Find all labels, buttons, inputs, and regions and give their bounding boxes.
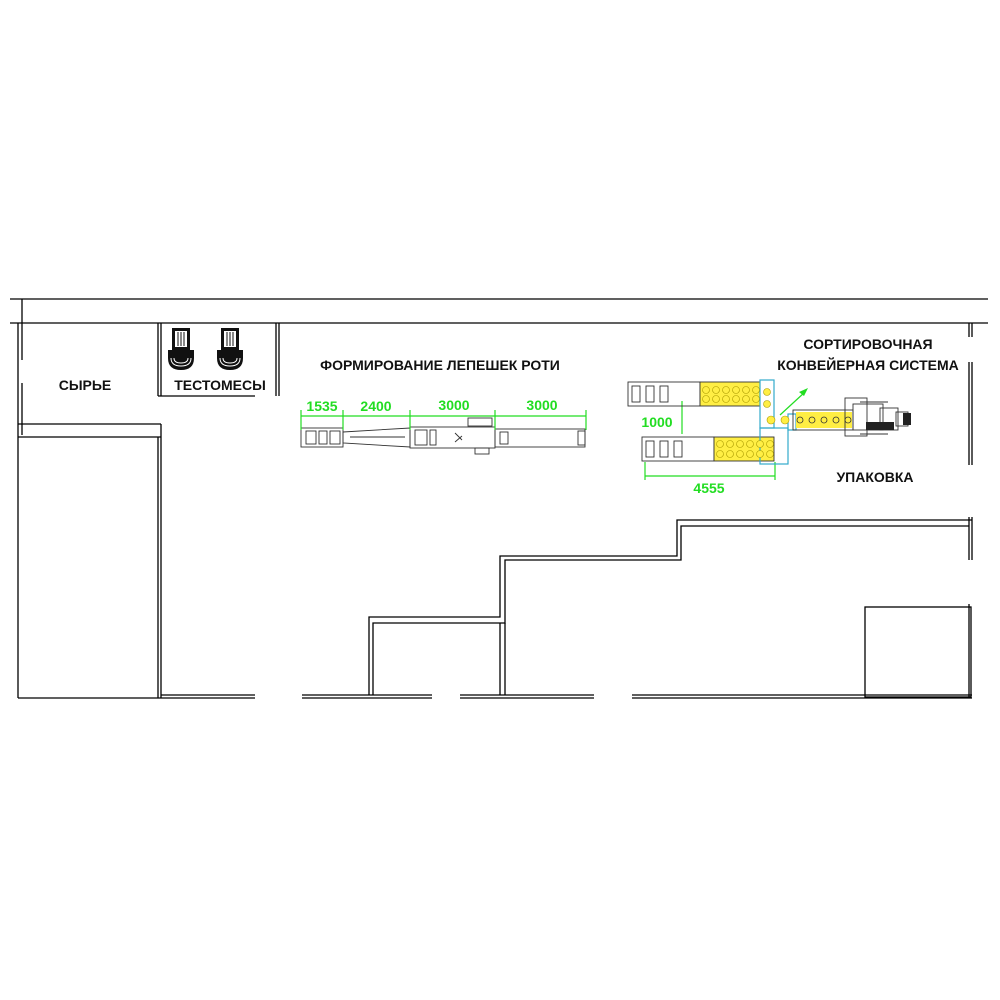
zone-label-packing: УПАКОВКА [836, 469, 913, 485]
dough-mixer-icon [168, 328, 194, 370]
dimension-lines [300, 391, 806, 480]
dough-mixer-icon [217, 328, 243, 370]
walls [10, 298, 988, 699]
sorting-conveyor-lower [641, 436, 775, 462]
sorting-conveyor-upper [627, 381, 761, 407]
roti-items [702, 386, 790, 458]
zone-label-sorting-line1: СОРТИРОВОЧНАЯ [803, 336, 932, 352]
zone-label-roti-forming: ФОРМИРОВАНИЕ ЛЕПЕШЕК РОТИ [320, 357, 560, 373]
packing-machine [792, 397, 911, 437]
dimension-label-1535: 1535 [306, 398, 337, 414]
dimension-label-1000: 1000 [641, 414, 672, 430]
zone-label-dough-mixers: ТЕСТОМЕСЫ [174, 377, 266, 393]
dimension-label-3000-b: 3000 [526, 397, 557, 413]
dimension-label-2400: 2400 [360, 398, 391, 414]
zone-label-raw-materials: СЫРЬЕ [59, 377, 112, 393]
roti-forming-line [300, 417, 586, 455]
zone-label-sorting-line2: КОНВЕЙЕРНАЯ СИСТЕМА [777, 356, 959, 373]
leader-arrowhead [799, 388, 808, 396]
dimension-label-4555: 4555 [693, 480, 724, 496]
dimension-label-3000-a: 3000 [438, 397, 469, 413]
